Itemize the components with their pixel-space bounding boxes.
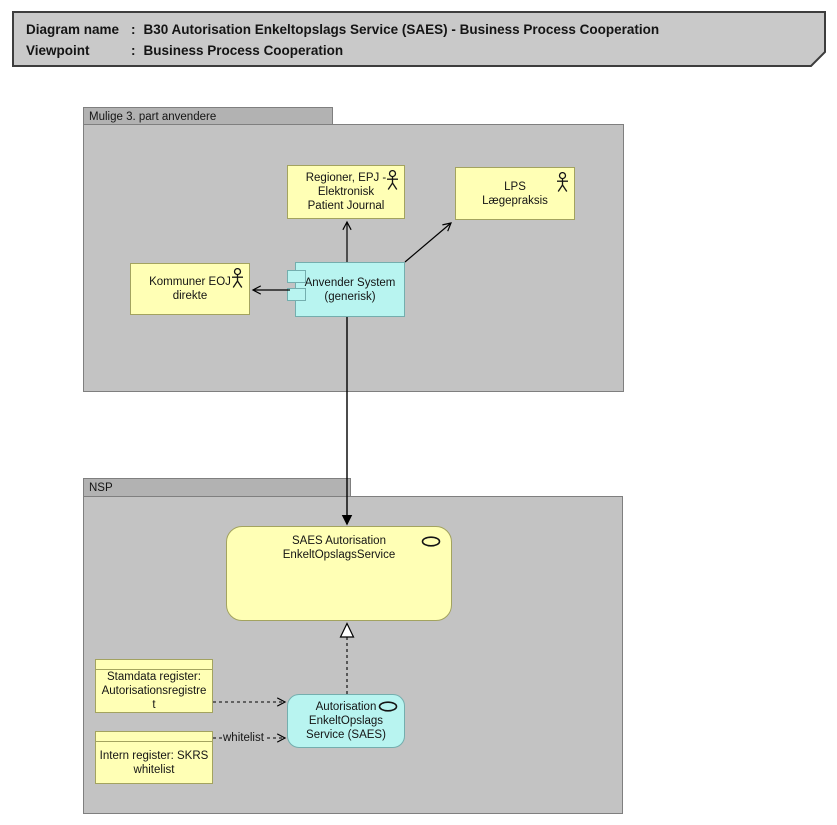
viewpoint-separator: :: [131, 43, 136, 58]
diagram-title-text: Diagram name : B30 Autorisation Enkeltop…: [26, 19, 812, 61]
node-saes-label: SAES Autorisation EnkeltOpslagsService: [282, 535, 396, 561]
business-actor-icon: [557, 172, 568, 192]
business-object-band: [96, 660, 212, 670]
node-autorisation-label: Autorisation EnkeltOpslags Service (SAES…: [306, 701, 386, 741]
component-icon: [287, 288, 306, 301]
node-regioner-label: Regioner, EPJ - Elektronisk Patient Jour…: [305, 172, 387, 212]
viewpoint-label: Viewpoint: [26, 43, 90, 58]
group-tab-nsp: NSP: [83, 478, 351, 497]
title-value: B30 Autorisation Enkeltopslags Service (…: [143, 22, 660, 37]
title-row-diagram-name: Diagram name : B30 Autorisation Enkeltop…: [26, 19, 812, 40]
node-stamdata-register: Stamdata register: Autorisationsregistre…: [95, 659, 213, 713]
component-icon: [287, 270, 306, 283]
viewpoint-value: Business Process Cooperation: [143, 43, 344, 58]
node-intern-register: Intern register: SKRS whitelist: [95, 731, 213, 784]
service-oval-icon: [421, 536, 441, 547]
business-object-band: [96, 732, 212, 742]
diagram-title-note: Diagram name : B30 Autorisation Enkeltop…: [12, 11, 826, 67]
node-kommuner-eoj: Kommuner EOJ direkte: [130, 263, 250, 315]
node-saes-service: SAES Autorisation EnkeltOpslagsService: [226, 526, 452, 621]
node-anvender-label: Anvender System (generisk): [304, 276, 396, 303]
node-stamdata-label: Stamdata register: Autorisationsregistre…: [101, 671, 207, 711]
business-actor-icon: [232, 268, 243, 288]
node-regioner-epj: Regioner, EPJ - Elektronisk Patient Jour…: [287, 165, 405, 219]
note-shape: [12, 11, 826, 67]
title-label: Diagram name: [26, 22, 120, 37]
group-label-nsp: NSP: [89, 482, 113, 494]
edge-label-whitelist: whitelist: [222, 731, 265, 745]
node-kommuner-label: Kommuner EOJ direkte: [149, 276, 231, 302]
title-separator: :: [131, 22, 136, 37]
title-row-viewpoint: Viewpoint : Business Process Cooperation: [26, 40, 812, 61]
node-lps-laegepraksis: LPS Lægepraksis: [455, 167, 575, 220]
node-anvender-system: Anvender System (generisk): [287, 262, 405, 317]
group-tab-third-party: Mulige 3. part anvendere: [83, 107, 333, 125]
node-autorisation-service: Autorisation EnkeltOpslags Service (SAES…: [287, 694, 405, 748]
node-lps-label: LPS Lægepraksis: [482, 180, 548, 207]
service-oval-icon: [378, 701, 398, 712]
node-intern-label: Intern register: SKRS whitelist: [99, 749, 209, 776]
business-actor-icon: [387, 170, 398, 190]
group-label-third-party: Mulige 3. part anvendere: [89, 111, 217, 123]
